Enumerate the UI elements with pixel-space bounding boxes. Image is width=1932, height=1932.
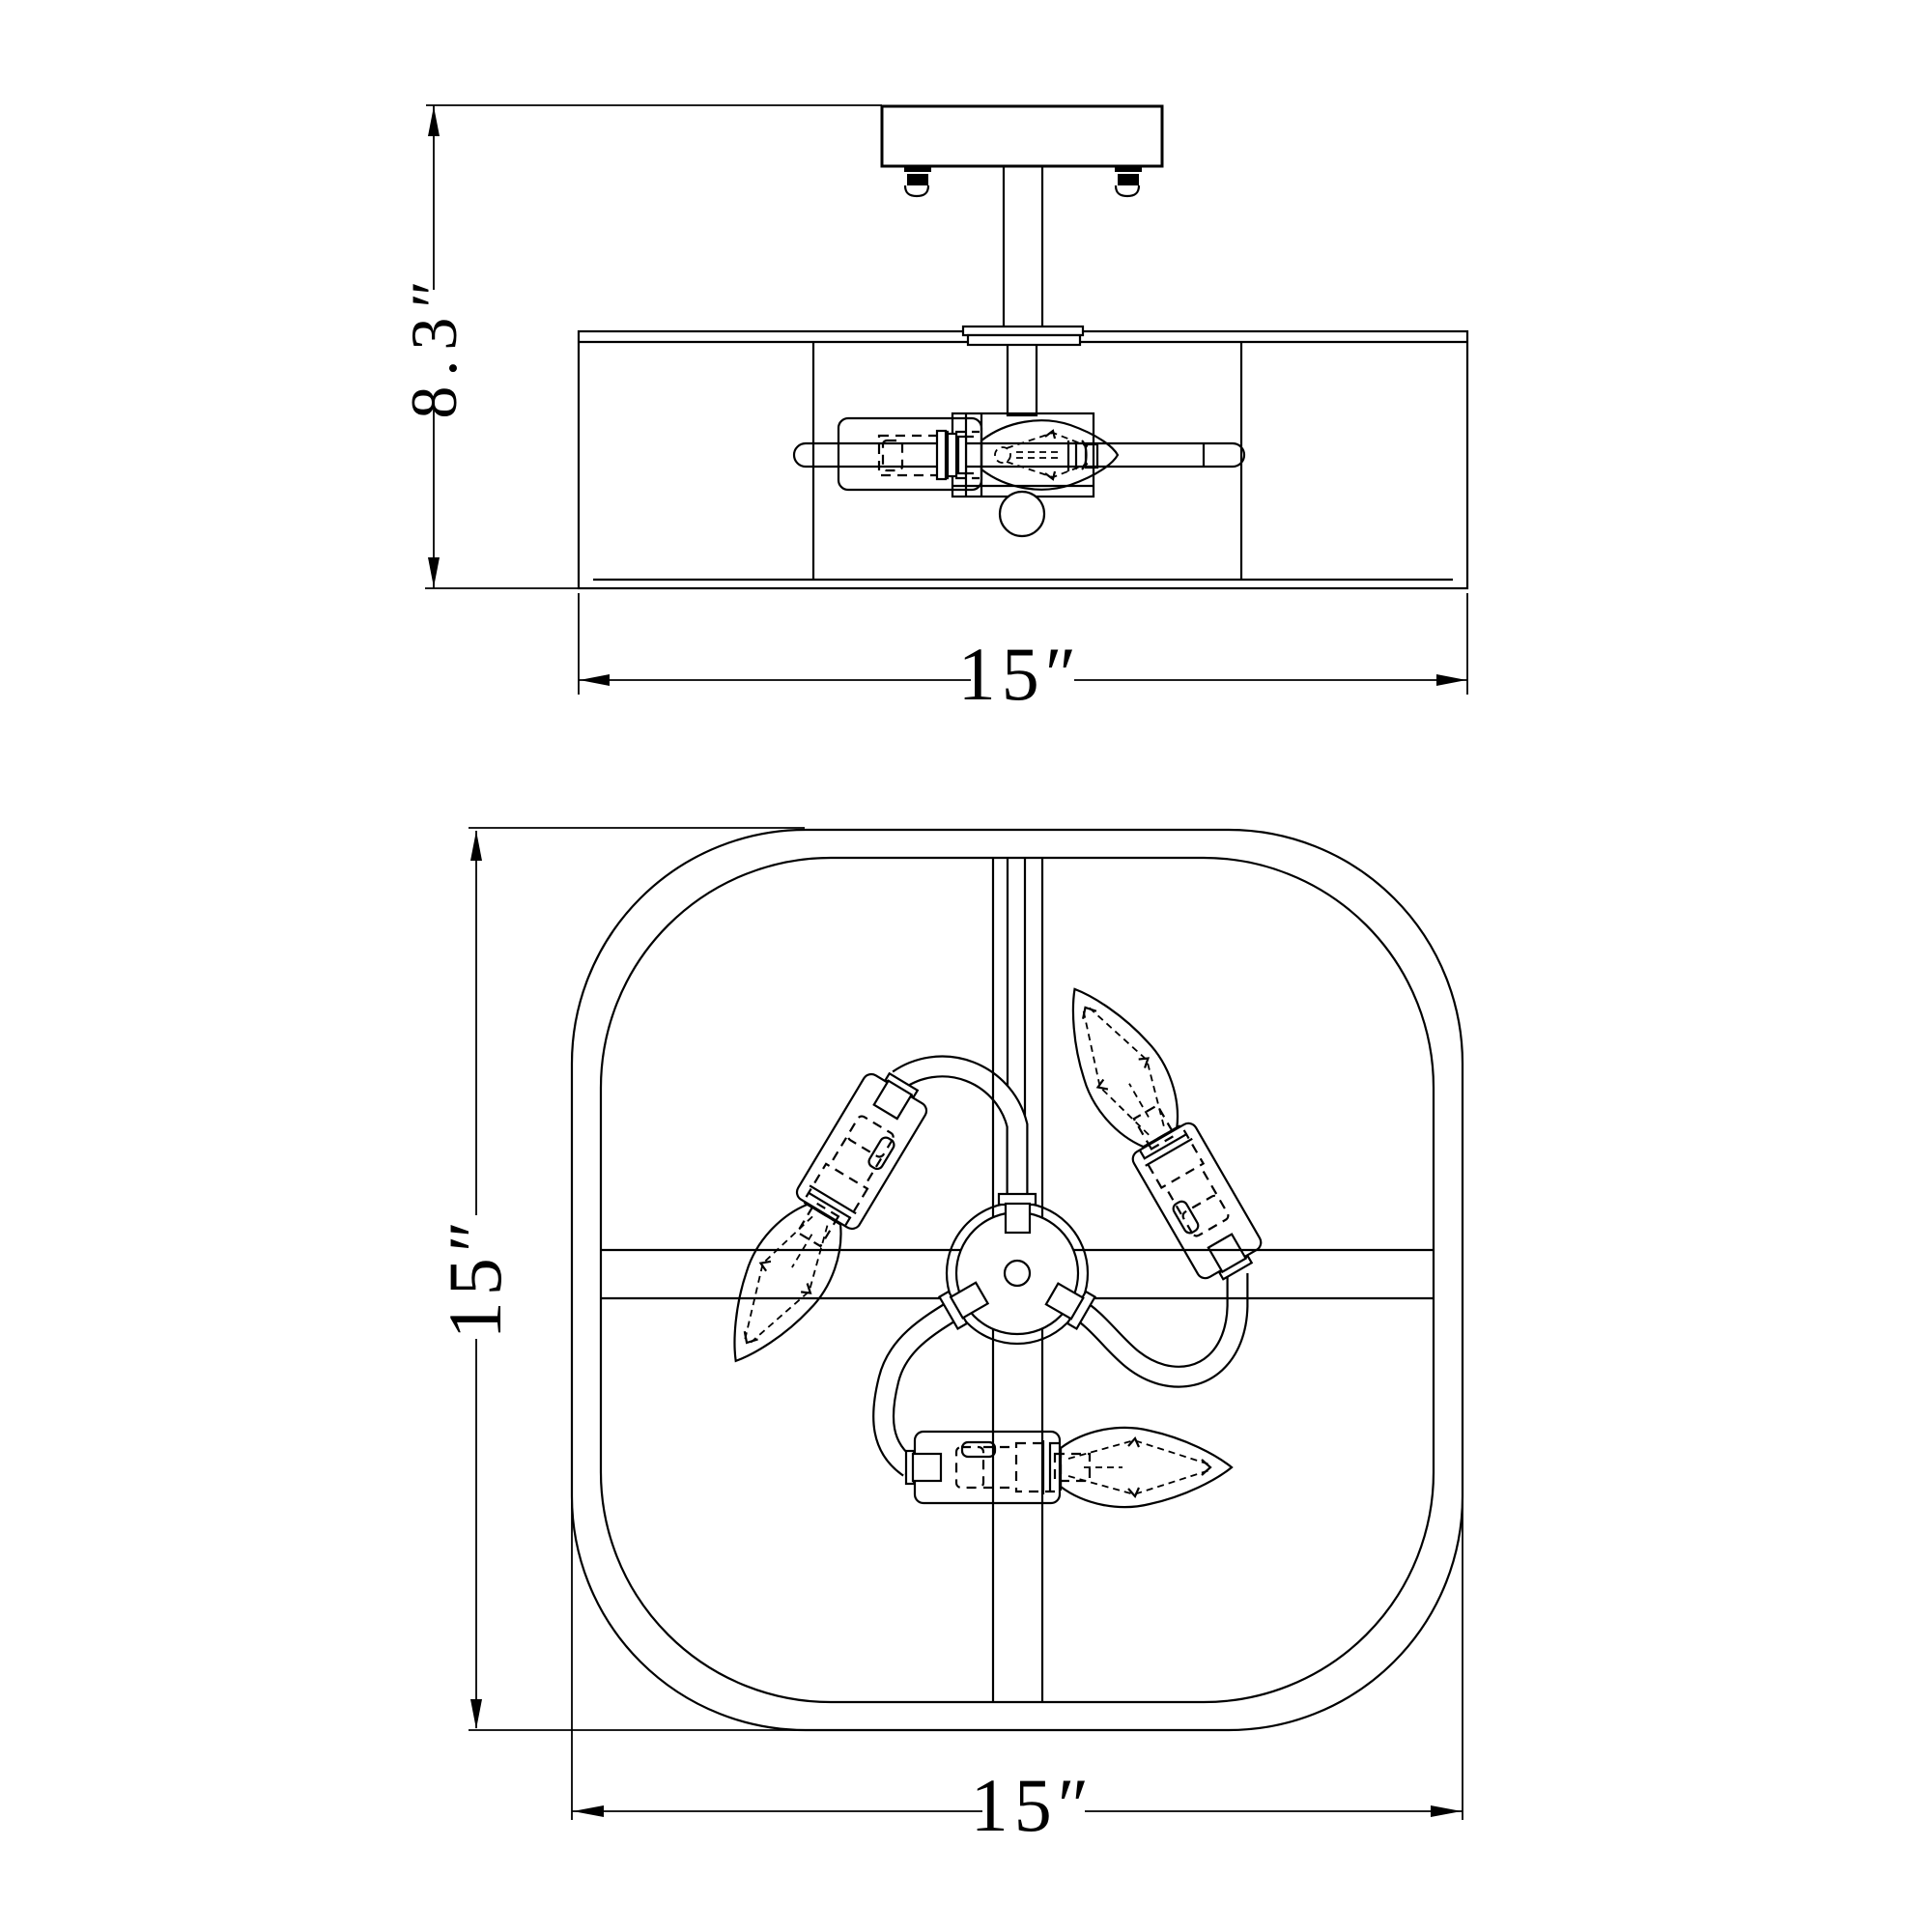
- side-height-dimension: [425, 104, 882, 589]
- mounting-screw-right: [1114, 166, 1142, 198]
- finial-ball: [998, 490, 1046, 538]
- arm-top: [898, 1066, 1017, 1211]
- side-width-dimension-label: 15″: [957, 631, 1083, 716]
- socket-rings: [935, 429, 968, 481]
- side-height-dimension-label: 8.3″: [397, 270, 470, 419]
- plan-height-dimension-label: 15″: [433, 1214, 517, 1340]
- side-arm-tube: [792, 441, 1246, 469]
- arm-lower-right: [1074, 1273, 1237, 1377]
- side-elevation-view: [425, 104, 1469, 695]
- plan-width-dimension-label: 15″: [970, 1762, 1095, 1847]
- side-width-dimension: [578, 593, 1468, 695]
- plan-inner-contour: [599, 856, 1435, 1704]
- plan-stem-pipe: [1006, 858, 1027, 1128]
- shade-flange: [961, 325, 1085, 347]
- inner-stem: [1006, 342, 1038, 417]
- plan-outer-contour: [570, 828, 1464, 1732]
- lamp-assembly-upper-right: [1038, 968, 1273, 1293]
- lamp-assembly-bottom: [904, 1426, 1234, 1509]
- candle-bulb-side: [980, 419, 1120, 491]
- plan-height-dimension: [469, 827, 811, 1731]
- ceiling-canopy: [880, 104, 1164, 168]
- stem: [1002, 163, 1044, 329]
- mounting-screw-left: [903, 166, 931, 198]
- lamp-assembly-upper-left: [700, 1060, 939, 1383]
- plan-view: [469, 827, 1464, 1820]
- plan-width-dimension: [571, 1499, 1463, 1820]
